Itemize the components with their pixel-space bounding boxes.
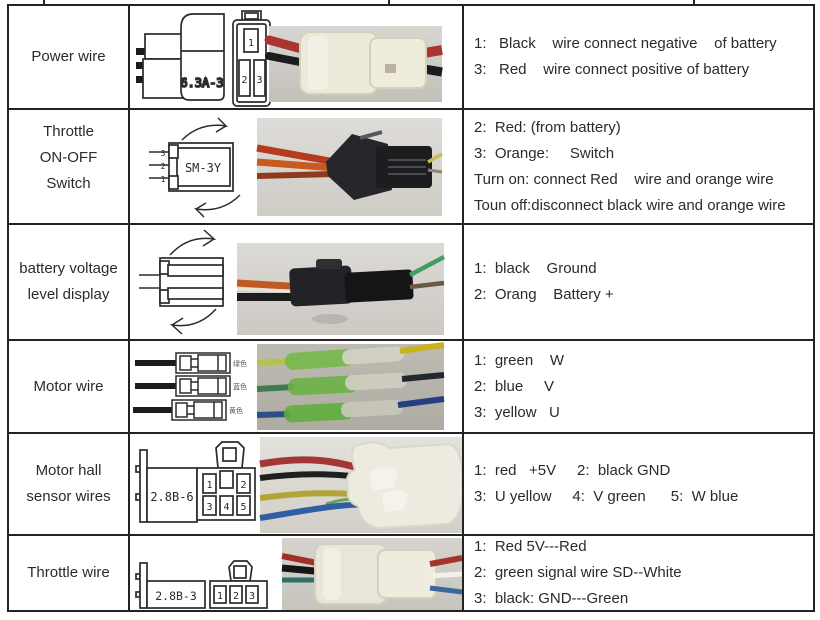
pin-number: 3	[161, 149, 166, 158]
desc-line: Turn on: connect Red wire and orange wir…	[474, 170, 774, 188]
row-label-motor-wire: Motor wire	[9, 341, 130, 432]
row-label-text: battery voltage	[19, 260, 118, 277]
row-label-text: sensor wires	[26, 488, 111, 505]
hall-sensor-photo	[259, 437, 462, 533]
pin-number: 1	[217, 591, 223, 602]
row-label-text: ON-OFF	[39, 148, 98, 166]
row-label-hall-sensor: Motor hall sensor wires	[9, 434, 130, 534]
battery-display-diagram-cell	[130, 225, 464, 339]
table-row: Motor hall sensor wires	[9, 434, 813, 536]
desc-line: 2: Orang Battery +	[474, 286, 614, 303]
pin-number: 3	[256, 75, 262, 86]
power-wire-description: 1: Black wire connect negative of batter…	[464, 6, 813, 108]
wire-color-label-blue: 蓝色	[233, 382, 247, 391]
throttle-switch-connector-diagram: 3 2 1 SM-3Y	[149, 117, 443, 218]
table-top-remnant-line	[43, 0, 45, 4]
table-row: Throttle wire 2	[9, 536, 813, 610]
part-code-label: 2.8B-3	[155, 589, 197, 603]
table-row: Motor wire	[9, 341, 813, 434]
power-wire-connector-diagram: 6.3A-3 1 2 3	[136, 10, 443, 107]
motor-wire-connector-diagram: 绿色 蓝色 黄色	[133, 342, 445, 430]
desc-line: 1: red +5V 2: black GND	[474, 462, 671, 479]
part-code-label: 6.3A-3	[180, 76, 223, 90]
pin-number: 2	[233, 591, 239, 602]
row-label-text: Motor hall	[35, 462, 102, 479]
table-top-remnant-line	[388, 0, 390, 4]
desc-line: 3: Orange: Switch	[474, 144, 615, 162]
desc-line: 2: Red: (from battery)	[474, 118, 621, 136]
row-label-power-wire: Power wire	[9, 6, 130, 108]
power-wire-diagram-cell: 6.3A-3 1 2 3	[130, 6, 464, 108]
wire-description-table: Power wire 6.3A-3	[7, 4, 815, 612]
desc-line: 3: U yellow 4: V green 5: W blue	[474, 488, 739, 505]
row-label-battery-display: battery voltage level display	[9, 225, 130, 339]
row-label-text: Throttle	[43, 122, 94, 140]
hall-sensor-diagram-cell: 2.8B-6 1 2 3 4 5	[130, 434, 464, 534]
part-code-label: SM-3Y	[185, 161, 222, 175]
desc-line: 2: blue V	[474, 377, 555, 395]
row-label-throttle-wire: Throttle wire	[9, 536, 130, 610]
pin-number: 2	[240, 480, 246, 491]
pin-number: 5	[240, 502, 246, 513]
pin-number: 1	[161, 175, 166, 184]
table-row: Throttle ON-OFF Switch	[9, 110, 813, 225]
table-top-remnant-line	[693, 0, 695, 4]
hall-sensor-description: 1: red +5V 2: black GND 3: U yellow 4: V…	[464, 434, 813, 534]
battery-display-photo	[236, 243, 446, 335]
motor-wire-description: 1: green W 2: blue V 3: yellow U	[464, 341, 813, 432]
pin-number: 2	[241, 75, 247, 86]
row-label-text: level display	[27, 286, 110, 303]
throttle-wire-diagram-cell: 2.8B-3 1 2 3	[130, 536, 464, 610]
wire-color-label-yellow: 黄色	[229, 406, 243, 415]
wire-color-label-green: 绿色	[233, 359, 247, 368]
table-row: Power wire 6.3A-3	[9, 6, 813, 110]
throttle-switch-photo	[256, 118, 443, 216]
throttle-switch-description: 2: Red: (from battery) 3: Orange: Switch…	[464, 110, 813, 223]
motor-wire-photo	[256, 342, 445, 430]
row-label-text: Switch	[46, 174, 91, 192]
desc-line: 3: yellow U	[474, 403, 560, 421]
desc-line: 3: black: GND---Green	[474, 590, 629, 607]
desc-line: 1: green W	[474, 351, 565, 369]
desc-line: 1: Red 5V---Red	[474, 538, 587, 555]
pin-number: 3	[249, 591, 255, 602]
power-wire-photo	[264, 26, 443, 102]
row-label-throttle-switch: Throttle ON-OFF Switch	[9, 110, 130, 223]
throttle-wire-connector-diagram: 2.8B-3 1 2 3	[135, 538, 462, 610]
desc-line: Toun off:disconnect black wire and orang…	[474, 196, 786, 214]
throttle-switch-diagram-cell: 3 2 1 SM-3Y	[130, 110, 464, 223]
pin-number: 1	[206, 480, 212, 491]
desc-line: 2: green signal wire SD--White	[474, 564, 682, 581]
pin-number: 3	[206, 502, 212, 513]
throttle-wire-description: 1: Red 5V---Red 2: green signal wire SD-…	[464, 536, 813, 610]
desc-line: 3: Red wire connect positive of battery	[474, 61, 750, 78]
row-label-text: Power wire	[31, 48, 106, 65]
row-label-text: Throttle wire	[27, 564, 110, 581]
table-row: battery voltage level display	[9, 225, 813, 341]
hall-sensor-connector-diagram: 2.8B-6 1 2 3 4 5	[135, 437, 462, 533]
desc-line: 1: black Ground	[474, 260, 597, 277]
pin-number: 2	[161, 162, 166, 171]
battery-display-connector-diagram	[139, 229, 446, 335]
pin-number: 1	[248, 38, 254, 49]
pin-number: 4	[223, 502, 229, 513]
row-label-text: Motor wire	[33, 377, 104, 395]
throttle-wire-photo	[281, 538, 462, 610]
part-code-label: 2.8B-6	[150, 490, 193, 504]
battery-display-description: 1: black Ground 2: Orang Battery +	[464, 225, 813, 339]
motor-wire-diagram-cell: 绿色 蓝色 黄色	[130, 341, 464, 432]
desc-line: 1: Black wire connect negative of batter…	[474, 35, 777, 52]
